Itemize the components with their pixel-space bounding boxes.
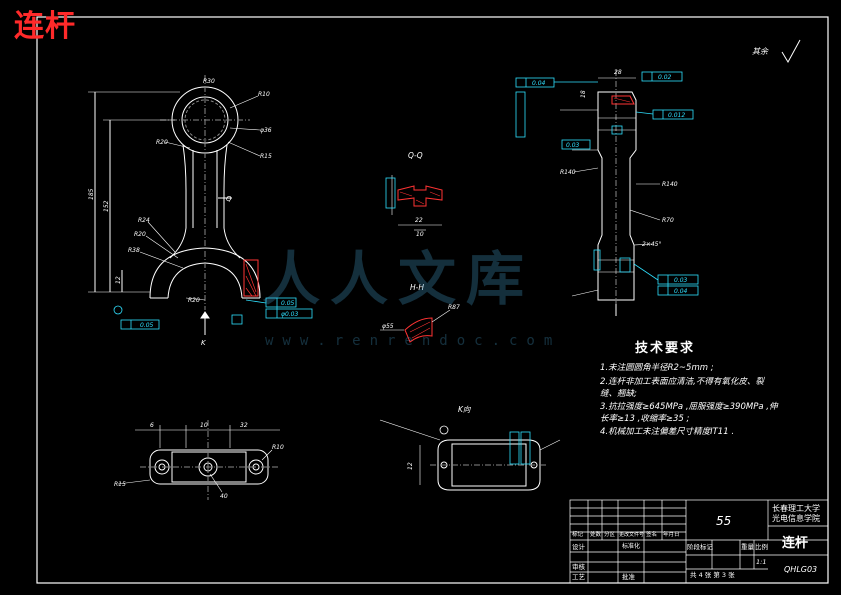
svg-text:28: 28 bbox=[614, 69, 622, 76]
svg-text:R20: R20 bbox=[188, 297, 200, 304]
svg-text:φ55: φ55 bbox=[382, 323, 394, 330]
tech-note-2b: 缝、翘缺; bbox=[600, 389, 637, 399]
svg-text:32: 32 bbox=[240, 422, 248, 429]
tech-note-4: 4.机械加工未注偏差尺寸精度IT11 . bbox=[600, 427, 735, 437]
title-block-row-review: 审核 bbox=[572, 563, 585, 571]
svg-text:R20: R20 bbox=[156, 139, 168, 146]
svg-text:0.02: 0.02 bbox=[658, 74, 672, 81]
title-block-row-approve: 批准 bbox=[622, 573, 635, 581]
view-k-labels: K向 12 bbox=[407, 405, 472, 470]
title-block-weight: 重量 bbox=[741, 543, 754, 551]
title-block-col-zone: 分区 bbox=[604, 532, 616, 538]
section-qq-labels: Q-Q 22 10 bbox=[408, 151, 424, 238]
svg-text:R15: R15 bbox=[114, 481, 126, 488]
svg-text:R10: R10 bbox=[258, 91, 270, 98]
tech-note-2: 2.连杆非加工表面应清洁,不得有氧化皮、裂 bbox=[600, 377, 764, 387]
svg-text:R87: R87 bbox=[448, 304, 460, 311]
tech-note-3b: 长率≥13 ,收缩率≥35 ; bbox=[600, 414, 690, 424]
watermark-logo: 人人文库 bbox=[262, 245, 535, 313]
surface-finish-mark bbox=[781, 39, 801, 64]
svg-text:R140: R140 bbox=[662, 181, 678, 188]
title-block-scale: 1:1 bbox=[756, 558, 767, 566]
surface-finish-label: 其余 bbox=[752, 47, 768, 56]
title-block-col-sign: 签名 bbox=[646, 532, 658, 538]
side-view-callouts bbox=[515, 71, 699, 296]
side-view bbox=[560, 70, 661, 316]
title-block-ratio: 比例 bbox=[755, 543, 768, 551]
view-k bbox=[379, 419, 561, 491]
svg-text:185: 185 bbox=[88, 188, 95, 200]
watermark-url: www.renrendoc.com bbox=[265, 333, 562, 349]
svg-text:0.03: 0.03 bbox=[674, 277, 688, 284]
svg-text:6: 6 bbox=[150, 422, 154, 429]
svg-text:R20: R20 bbox=[134, 231, 146, 238]
svg-text:0.05: 0.05 bbox=[140, 322, 154, 329]
title-block-row-process: 工艺 bbox=[572, 573, 585, 581]
svg-text:R24: R24 bbox=[138, 217, 150, 224]
bottom-view-left-labels: 6 10 32 R10 R15 40 bbox=[114, 422, 284, 500]
title-block-part-name: 连杆 bbox=[782, 536, 809, 551]
tech-note-1: 1.未注圆圆角半径R2~5mm ; bbox=[600, 363, 714, 373]
svg-text:R10: R10 bbox=[272, 444, 284, 451]
svg-text:10: 10 bbox=[416, 231, 424, 238]
svg-text:12: 12 bbox=[407, 462, 414, 470]
section-hh bbox=[380, 309, 451, 343]
title-block-col-count: 处数 bbox=[590, 532, 602, 538]
svg-text:2×45°: 2×45° bbox=[642, 241, 661, 248]
section-hh-labels: H-H R87 φ55 bbox=[382, 283, 460, 330]
title-block-row-design: 设计 bbox=[572, 543, 585, 551]
svg-text:R38: R38 bbox=[128, 247, 140, 254]
svg-text:0.04: 0.04 bbox=[674, 288, 688, 295]
svg-text:R15: R15 bbox=[260, 153, 272, 160]
title-block bbox=[569, 499, 829, 584]
drawing-title: 连杆 bbox=[14, 9, 76, 44]
title-block-col-marker: 标记 bbox=[572, 532, 584, 538]
svg-text:φ36: φ36 bbox=[260, 127, 272, 134]
title-block-sheets: 共 4 张 第 3 张 bbox=[690, 571, 735, 579]
svg-text:R70: R70 bbox=[662, 217, 674, 224]
side-view-labels: 28 18 R140 R140 R70 2×45° 0.04 0.02 0.01… bbox=[532, 69, 688, 295]
front-view-callouts bbox=[113, 297, 313, 330]
svg-text:K: K bbox=[201, 339, 207, 347]
title-block-box-number: 55 bbox=[716, 514, 732, 528]
title-block-stage-mark: 阶段标记 bbox=[687, 543, 713, 551]
svg-text:K向: K向 bbox=[458, 405, 472, 414]
svg-text:Q: Q bbox=[226, 195, 232, 203]
svg-text:Q-Q: Q-Q bbox=[408, 151, 423, 160]
front-view-labels: R30 R10 φ36 R15 R20 R24 R20 R38 R20 185 … bbox=[88, 78, 299, 347]
title-block-col-date: 年月日 bbox=[663, 532, 680, 538]
front-view bbox=[88, 75, 261, 335]
bottom-view-left bbox=[117, 420, 280, 500]
view-k-callouts bbox=[439, 425, 531, 465]
title-block-std: 标准化 bbox=[622, 543, 641, 550]
section-qq-callouts bbox=[385, 177, 396, 209]
svg-text:152: 152 bbox=[103, 200, 110, 212]
tech-note-3: 3.抗拉强度≥645MPa ,屈服强度≥390MPa ,伸 bbox=[600, 402, 778, 412]
svg-text:40: 40 bbox=[220, 493, 228, 500]
title-block-drawing-number: QHLG03 bbox=[784, 565, 818, 574]
svg-text:φ0.03: φ0.03 bbox=[281, 311, 299, 318]
svg-text:0.04: 0.04 bbox=[532, 80, 546, 87]
sheet-border bbox=[36, 16, 829, 584]
svg-text:10: 10 bbox=[200, 422, 208, 429]
svg-text:0.05: 0.05 bbox=[281, 300, 295, 307]
svg-text:12: 12 bbox=[115, 276, 122, 284]
svg-text:18: 18 bbox=[580, 90, 587, 98]
svg-text:0.03: 0.03 bbox=[566, 142, 580, 149]
title-block-col-change-doc: 更改文件号 bbox=[619, 532, 645, 538]
svg-text:22: 22 bbox=[415, 217, 423, 224]
tech-requirements-heading: 技术要求 bbox=[635, 341, 696, 356]
svg-text:R140: R140 bbox=[560, 169, 576, 176]
svg-text:0.012: 0.012 bbox=[668, 112, 685, 119]
title-block-school: 长春理工大学光电信息学院 bbox=[772, 504, 820, 523]
svg-text:R30: R30 bbox=[203, 78, 215, 85]
svg-text:H-H: H-H bbox=[410, 283, 424, 292]
